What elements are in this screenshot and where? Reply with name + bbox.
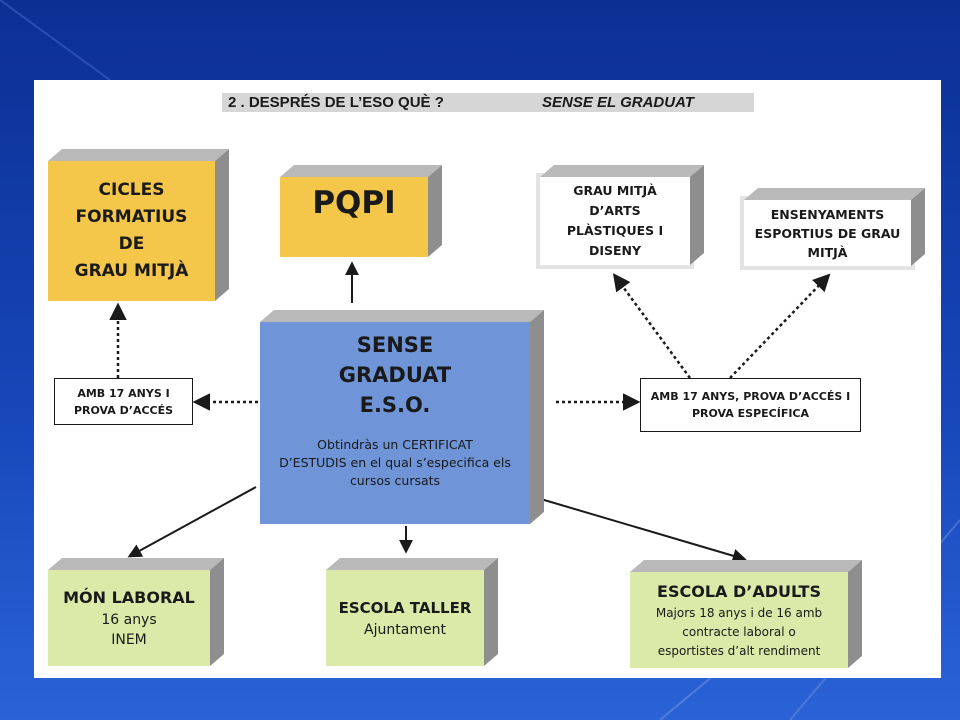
title-subject: SENSE EL GRADUAT [542,94,694,111]
diagram-title: 2 . DESPRÉS DE L’ESO QUÈ ? SENSE EL GRAD… [222,93,754,112]
box-pqpi: PQPI [280,177,428,257]
condition-left-line: PROVA D’ACCÉS [73,403,174,417]
arts-line: PLÀSTIQUES I [566,223,664,238]
arrow-to-escola-adults [533,496,747,563]
box-escola-adults: ESCOLA D’ADULTS Majors 18 anys i de 16 a… [630,572,848,668]
esportius-line: ENSENYAMENTS [770,206,885,222]
condition-right-line: AMB 17 ANYS, PROVA D’ACCÉS I [650,390,851,403]
escola-taller-title: ESCOLA TALLER [338,599,472,617]
esportius-line: ESPORTIUS DE GRAU [754,225,901,241]
cicles-line: FORMATIUS [75,207,188,227]
condition-left-line: AMB 17 ANYS I [77,386,170,400]
cicles-line: CICLES [98,180,165,200]
arrow-to-arts [612,273,692,379]
arts-line: D’ARTS [589,203,641,218]
cicles-line: DE [118,234,145,254]
condition-right-line: PROVA ESPECÍFICA [691,407,810,420]
cicles-line: GRAU MITJÀ [74,261,189,281]
mon-laboral-line: 16 anys [101,612,157,628]
box-cicles-formatius: CICLES FORMATIUS DE GRAU MITJÀ [48,161,215,301]
arts-line: GRAU MITJÀ [573,183,657,198]
box-ensenyaments-esportius: ENSENYAMENTS ESPORTIUS DE GRAU MITJÀ [740,196,915,270]
title-question: 2 . DESPRÉS DE L’ESO QUÈ ? [228,94,444,111]
pqpi-label: PQPI [312,185,396,221]
escola-adults-line: Majors 18 anys i de 16 amb [655,606,823,620]
mon-laboral-title: MÓN LABORAL [63,588,195,607]
escola-adults-line: esportistes d’alt rendiment [657,644,821,658]
escola-adults-title: ESCOLA D’ADULTS [657,582,821,601]
box-sense-graduat: SENSE GRADUAT E.S.O. Obtindràs un CERTIF… [260,322,530,524]
arts-line: DISENY [588,243,642,258]
sense-line: E.S.O. [359,393,431,417]
arrow-to-mon-laboral [127,486,257,558]
escola-taller-line: Ajuntament [364,622,446,638]
sense-desc-line: Obtindràs un CERTIFICAT [317,437,473,452]
sense-line: GRADUAT [338,363,452,387]
esportius-line: MITJÀ [807,244,848,260]
sense-desc-line: D’ESTUDIS en el qual s’especifica els [279,455,511,470]
mon-laboral-line: INEM [111,632,147,648]
condition-right: AMB 17 ANYS, PROVA D’ACCÉS I PROVA ESPEC… [640,378,861,432]
escola-adults-line: contracte laboral o [682,625,796,639]
sense-line: SENSE [356,333,434,357]
sense-description: Obtindràs un CERTIFICAT D’ESTUDIS en el … [279,436,511,490]
box-escola-taller: ESCOLA TALLER Ajuntament [326,570,484,666]
box-arts-plastiques: GRAU MITJÀ D’ARTS PLÀSTIQUES I DISENY [536,173,694,269]
arrow-to-esportius [729,273,831,379]
sense-desc-line: cursos cursats [349,473,441,488]
condition-left: AMB 17 ANYS I PROVA D’ACCÉS [54,378,193,425]
box-mon-laboral: MÓN LABORAL 16 anys INEM [48,570,210,666]
